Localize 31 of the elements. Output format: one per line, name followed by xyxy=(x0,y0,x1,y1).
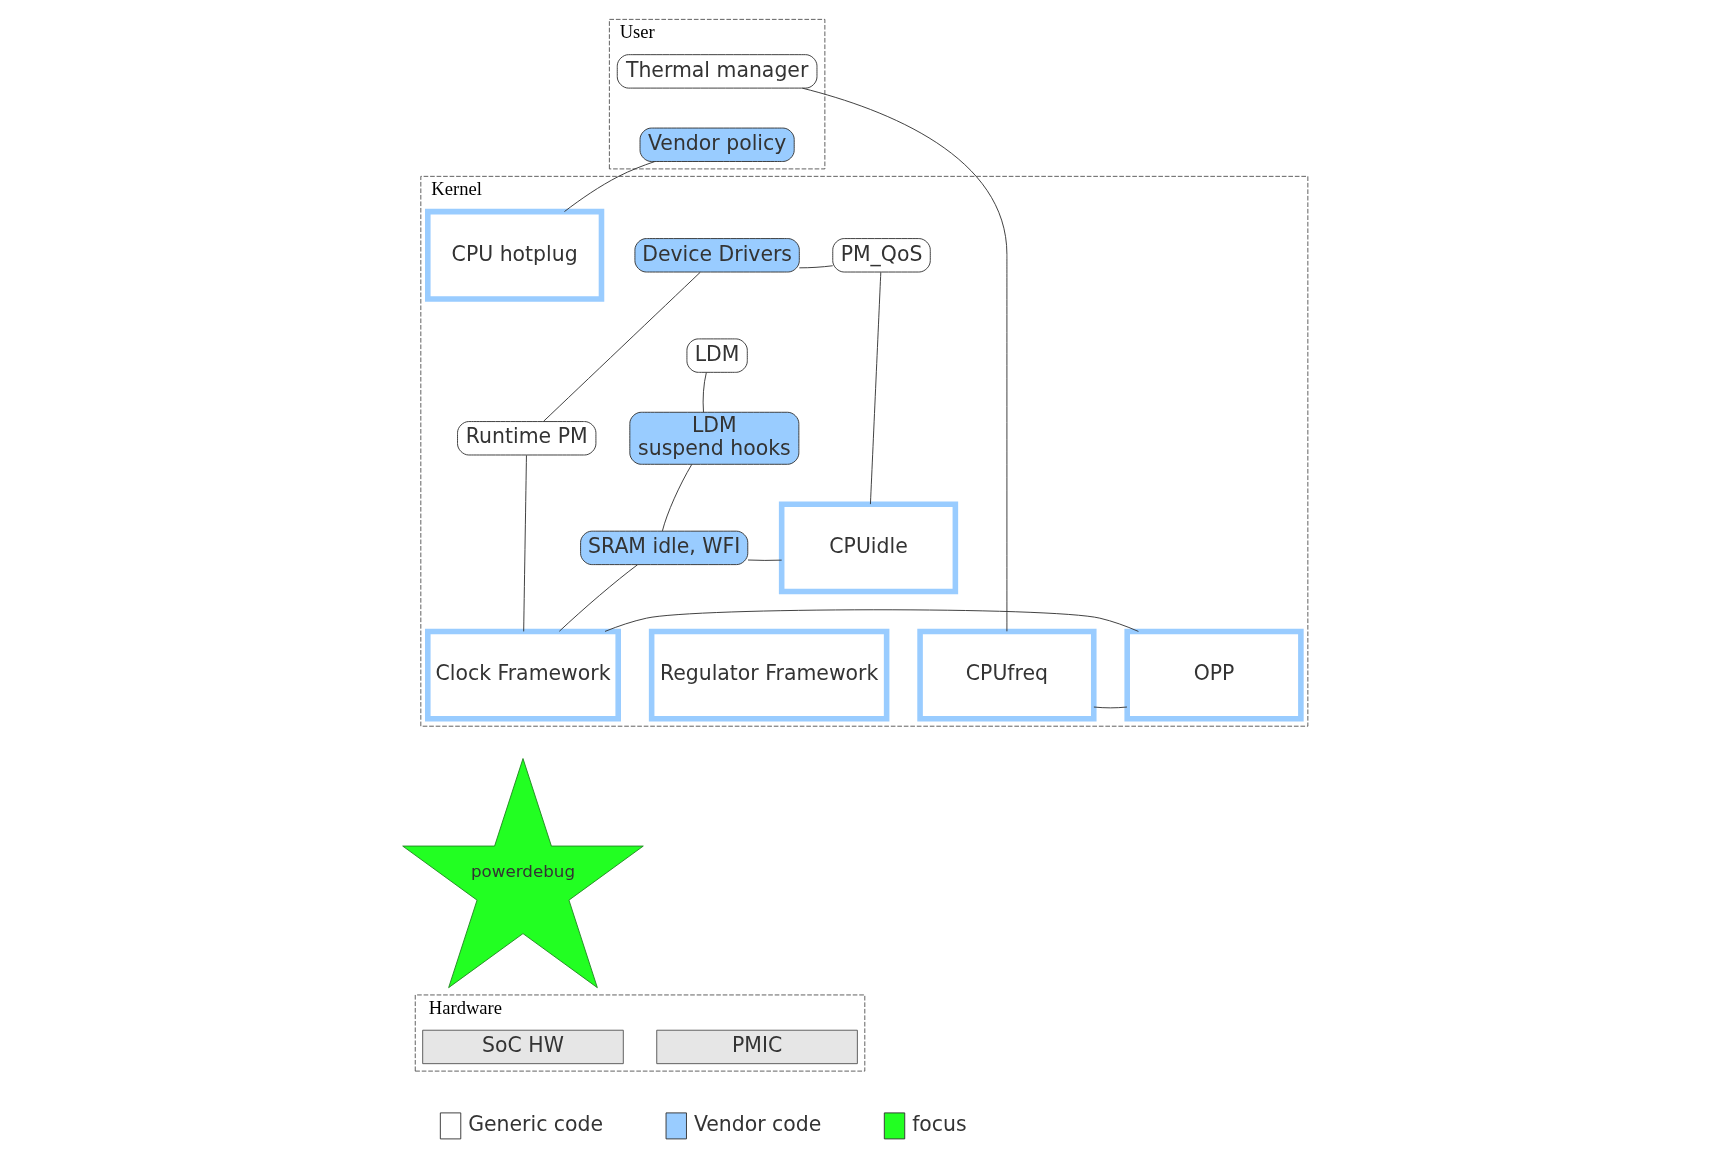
node-box: CPU hotplug xyxy=(424,208,604,302)
node-box: OPP xyxy=(1123,628,1304,722)
connector xyxy=(558,564,638,632)
connector xyxy=(869,271,881,505)
node-box: Clock Framework xyxy=(424,628,621,722)
node-box: Thermal manager xyxy=(616,54,817,89)
node-box: SRAM idle, WFI xyxy=(579,530,748,566)
node-box: SoC HW xyxy=(421,1029,624,1065)
connector xyxy=(522,454,527,632)
node-box: Regulator Framework xyxy=(648,628,889,722)
connector xyxy=(563,161,655,213)
connector xyxy=(604,609,1139,632)
node-box: PM_QoS xyxy=(831,238,931,273)
node-box: LDM suspend hooks xyxy=(628,411,799,465)
connector xyxy=(747,559,782,561)
node-box: CPUfreq xyxy=(916,628,1097,722)
node-box: LDM xyxy=(685,338,748,373)
connector xyxy=(661,464,692,532)
legend-label: Generic code xyxy=(467,1112,603,1137)
node-box: CPUidle xyxy=(778,501,958,595)
connector xyxy=(801,87,1007,632)
legend-label: focus xyxy=(911,1112,967,1137)
node-box: Runtime PM xyxy=(456,421,596,456)
connector xyxy=(542,271,701,422)
node-box: Vendor policy xyxy=(639,127,795,162)
connector xyxy=(1092,706,1127,709)
connector xyxy=(798,265,833,269)
legend-label: Vendor code xyxy=(693,1112,821,1137)
node-box: Device Drivers xyxy=(633,238,800,273)
node-box: PMIC xyxy=(655,1029,858,1065)
connector xyxy=(702,372,707,413)
